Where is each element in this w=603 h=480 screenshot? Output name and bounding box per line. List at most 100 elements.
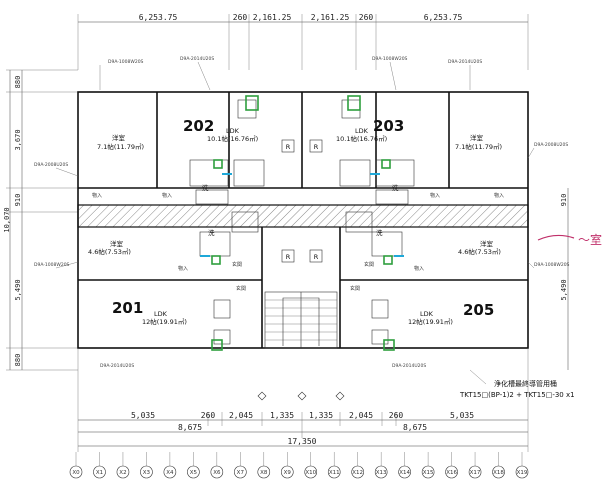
equipment-label: D9A-2014U20S (448, 59, 482, 65)
grid-label: X6 (213, 470, 221, 476)
septic-note-line2: TKT15□(BP-1)2 + TKT15□-30 x1 (459, 391, 575, 399)
equipment-label: D9A-2014U20S (100, 363, 134, 369)
shunou-label: 物入 (494, 192, 504, 199)
left-dim-3: 910 (14, 194, 22, 207)
top-dimension-row: 6,253.75 260 2,161.25 2,161.25 260 6,253… (77, 13, 529, 70)
r-mark: R (314, 253, 319, 261)
top-dim-1: 6,253.75 (139, 13, 178, 22)
septic-note: 浄化槽最終導管用桶 TKT15□(BP-1)2 + TKT15□-30 x1 (459, 369, 575, 399)
left-dim-2: 3,670 (14, 129, 22, 150)
bottom-dim-8: 5,035 (450, 411, 474, 420)
green-marker (213, 159, 223, 169)
room-youshitsu-202: 洋室 (112, 133, 126, 142)
bottom-dim-5: 1,335 (309, 411, 333, 420)
grid-label: X3 (143, 470, 151, 476)
left-dim-total: 10,070 (3, 207, 11, 232)
equipment-label: D9A-1008W20S (372, 56, 408, 62)
bottom-dim-7: 260 (389, 411, 404, 420)
bottom-dim-total: 17,350 (288, 437, 317, 446)
top-dim-2: 260 (233, 13, 248, 22)
grid-label: X0 (72, 470, 80, 476)
green-marker (381, 159, 391, 169)
ldk-size-205: 12帖(19.91㎡) (408, 317, 453, 326)
bottom-dim-half-right: 8,675 (403, 423, 427, 432)
r-mark: R (314, 143, 319, 151)
shunou-label: 物入 (92, 192, 102, 199)
upper-wet-areas (189, 99, 415, 345)
shunou-label: 物入 (178, 265, 188, 272)
grid-label: X13 (376, 470, 387, 476)
grid-label: X16 (446, 470, 457, 476)
ldk-label-205: LDK (420, 310, 434, 318)
unit-number-203: 203 (373, 117, 404, 135)
top-dim-3: 2,161.25 (253, 13, 292, 22)
handwritten-annotation: ～室 (537, 232, 602, 247)
left-dim-5: 880 (14, 354, 22, 367)
right-dim-2: 5,490 (560, 279, 568, 300)
ldk-label-202: LDK (226, 127, 240, 135)
room-size-b-202: 4.6帖(7.53㎡) (88, 247, 131, 256)
r-mark: R (286, 253, 291, 261)
grid-label: X5 (190, 470, 198, 476)
bottom-dimension-rows: 5,035 260 2,045 1,335 1,335 2,045 260 5,… (77, 348, 529, 452)
bottom-dim-1: 5,035 (131, 411, 155, 420)
green-marker (245, 95, 259, 111)
top-dim-4: 2,161.25 (311, 13, 350, 22)
handwritten-text: ～室 (578, 232, 602, 247)
bottom-dim-2: 260 (201, 411, 216, 420)
grid-label: X17 (470, 470, 481, 476)
bottom-dim-3: 2,045 (229, 411, 253, 420)
room-youshitsu-b-203: 洋室 (480, 239, 494, 248)
sen-label: 洗 (376, 228, 383, 237)
grid-label: X10 (305, 470, 316, 476)
shunou-label: 物入 (430, 192, 440, 199)
equipment-label: D9A-2014U20S (180, 56, 214, 62)
right-dim-1: 910 (560, 194, 568, 207)
staircase (265, 297, 337, 346)
room-size-203: 7.1帖(11.79㎡) (455, 142, 502, 151)
genkan-label-205: 玄関 (350, 285, 360, 292)
ldk-size-203: 10.1帖(16.76㎡) (336, 134, 387, 143)
bottom-dim-6: 2,045 (349, 411, 373, 420)
genkan-label-201: 玄関 (236, 285, 246, 292)
sen-label: 洗 (202, 183, 209, 192)
r-marks: R R R R (281, 139, 323, 263)
top-dim-5: 260 (359, 13, 374, 22)
top-dim-6: 6,253.75 (424, 13, 463, 22)
green-marker (211, 255, 221, 265)
equipment-markers (200, 95, 404, 351)
room-size-b-203: 4.6帖(7.53㎡) (458, 247, 501, 256)
equipment-labels: D9A-1008W20S D9A-2014U20S D9A-1008W20S D… (34, 56, 570, 369)
grid-label: X18 (493, 470, 504, 476)
room-size-202: 7.1帖(11.79㎡) (97, 142, 144, 151)
grid-label: X2 (119, 470, 126, 476)
sen-label: 洗 (392, 183, 399, 192)
equipment-label: D9A-2008U20S (534, 142, 568, 148)
shunou-label: 物入 (414, 265, 424, 272)
green-marker (211, 339, 223, 351)
ldk-size-201: 12帖(19.91㎡) (142, 317, 187, 326)
genkan-label-202: 玄関 (232, 261, 242, 268)
grid-label: X19 (517, 470, 528, 476)
grid-label: X9 (284, 470, 292, 476)
unit-number-202: 202 (183, 117, 214, 135)
left-dim-1: 880 (14, 76, 22, 89)
equipment-label: D9A-1008W20S (534, 262, 570, 268)
grid-label: X11 (329, 470, 340, 476)
unit-number-201: 201 (112, 299, 143, 317)
septic-note-line1: 浄化槽最終導管用桶 (494, 379, 557, 388)
equipment-label: D9A-2008U20S (34, 162, 68, 168)
room-youshitsu-203: 洋室 (470, 133, 484, 142)
genkan-label-203: 玄関 (364, 261, 374, 268)
building-outline (77, 91, 529, 349)
shunou-label: 物入 (162, 192, 172, 199)
equipment-label: D9A-1008W20S (34, 262, 70, 268)
grid-label: X12 (352, 470, 363, 476)
left-dimension-column: 880 3,670 910 5,490 880 10,070 (3, 69, 78, 371)
ldk-label-203: LDK (355, 127, 369, 135)
equipment-label: D9A-2014U20S (392, 363, 426, 369)
r-mark: R (286, 143, 291, 151)
grid-label: X15 (423, 470, 434, 476)
unit-number-205: 205 (463, 301, 494, 319)
grid-label: X14 (399, 470, 410, 476)
